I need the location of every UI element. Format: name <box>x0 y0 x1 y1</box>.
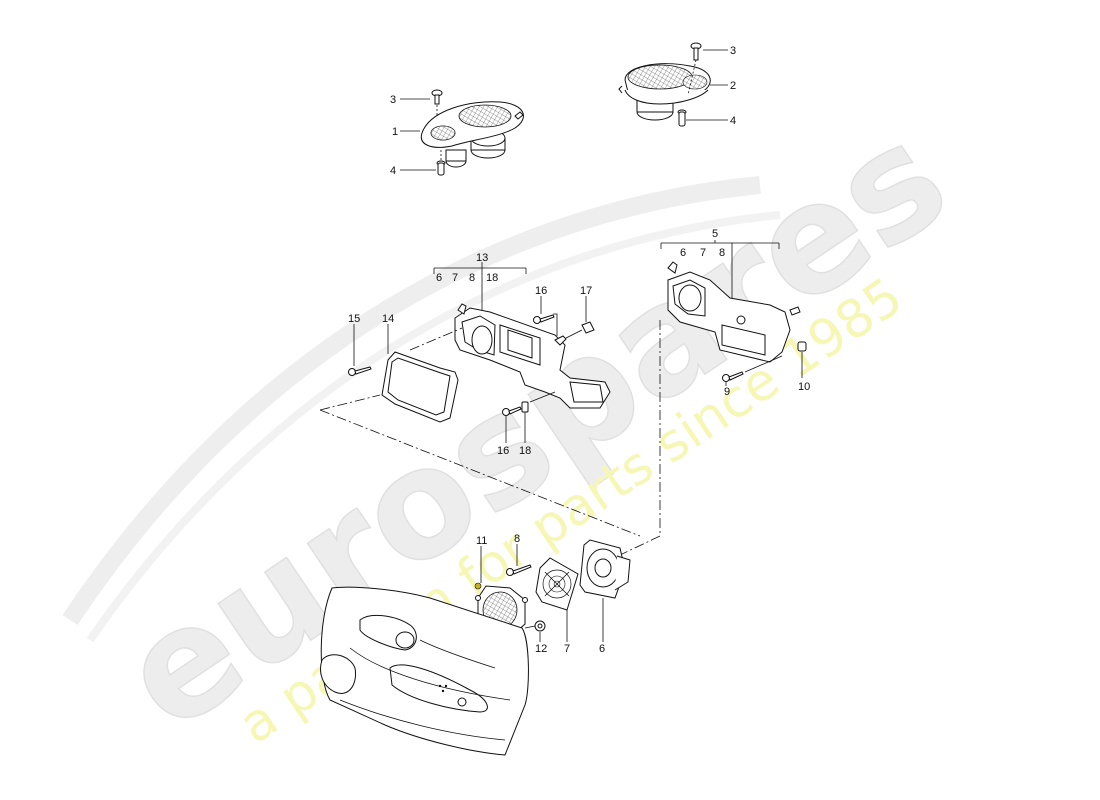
clip-17 <box>581 321 595 334</box>
callout-17: 17 <box>580 285 592 297</box>
callout-8: 8 <box>514 533 520 545</box>
callout-2: 2 <box>730 80 736 92</box>
callout-12: 12 <box>535 643 547 655</box>
pin-icon <box>677 109 687 127</box>
screw-icon <box>502 406 522 416</box>
speaker-housing-5 <box>660 242 801 363</box>
callout-4: 4 <box>390 165 396 177</box>
speaker-1 <box>420 101 524 168</box>
speaker-2 <box>618 63 711 121</box>
callout-16: 16 <box>535 285 547 297</box>
callout-5: 5 <box>712 228 718 240</box>
screw-icon <box>722 371 744 382</box>
callout-6: 6 <box>436 272 442 284</box>
callout-8: 8 <box>719 247 725 259</box>
callout-11: 11 <box>476 535 487 547</box>
callout-7: 7 <box>564 643 570 655</box>
callout-18: 18 <box>519 445 531 457</box>
callout-18: 18 <box>486 272 498 284</box>
clip-10 <box>797 341 807 352</box>
speaker-grille-7 <box>535 557 579 611</box>
square-speaker-6 <box>579 539 631 599</box>
callout-4: 4 <box>730 115 736 127</box>
callout-labels: 1 2 3 3 4 4 5 6 7 8 18 13 6 7 8 6 7 8 9 … <box>348 45 810 655</box>
screw-icon <box>506 564 532 576</box>
callout-7: 7 <box>452 272 458 284</box>
callout-14: 14 <box>382 313 394 325</box>
callout-8: 8 <box>469 272 475 284</box>
screw-icon <box>533 314 555 324</box>
callout-3: 3 <box>730 45 736 57</box>
speaker-housing-13 <box>433 262 611 409</box>
washer-12 <box>534 620 546 632</box>
callout-6: 6 <box>599 643 605 655</box>
callout-13: 13 <box>476 252 488 264</box>
callout-9: 9 <box>724 386 730 398</box>
screw-icon <box>687 42 702 96</box>
gasket-14 <box>381 351 459 423</box>
screw-icon <box>431 89 443 115</box>
callout-3: 3 <box>390 94 396 106</box>
callout-10: 10 <box>798 381 810 393</box>
callout-15: 15 <box>348 313 360 325</box>
callout-7: 7 <box>700 247 706 259</box>
door-panel <box>320 586 529 756</box>
callout-6: 6 <box>680 247 686 259</box>
callout-16: 16 <box>497 445 509 457</box>
callout-1: 1 <box>392 126 398 138</box>
pin-icon <box>436 150 446 176</box>
clip-nut-18 <box>521 401 529 413</box>
screw-icon <box>348 366 372 376</box>
